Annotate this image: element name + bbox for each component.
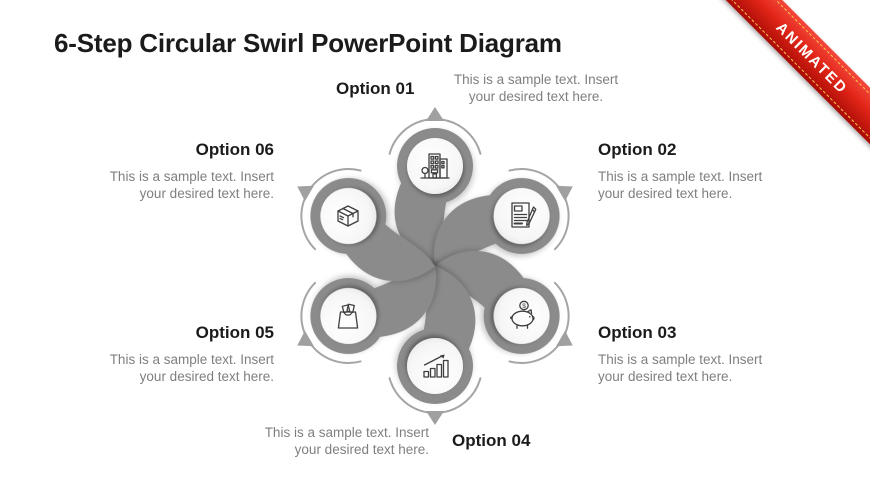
option-01-label[interactable]: Option 01: [336, 79, 415, 98]
option-04-label[interactable]: Option 04: [452, 431, 531, 450]
option-06-desc-line-1: This is a sample text. Insert: [109, 169, 274, 184]
ribbon-band: ANIMATED: [713, 0, 870, 157]
option-02-label[interactable]: Option 02: [598, 140, 677, 159]
option-02-desc-line-1: This is a sample text. Insert: [598, 169, 763, 184]
option-04-desc-line-2: your desired text here.: [294, 442, 429, 457]
bar-chart-icon: [423, 354, 449, 378]
package-box-icon: [337, 205, 359, 227]
document-pen-icon: [511, 202, 537, 228]
corner-ribbon: ANIMATED: [700, 0, 870, 170]
option-03-desc-line-2: your desired text here.: [598, 369, 733, 384]
option-05-description[interactable]: This is a sample text. Insert your desir…: [82, 351, 274, 385]
option-03-label[interactable]: Option 03: [598, 323, 677, 342]
option-03-description[interactable]: This is a sample text. Insert your desir…: [598, 351, 790, 385]
ribbon-stitching: [715, 0, 870, 155]
option-06-description[interactable]: This is a sample text. Insert your desir…: [82, 168, 274, 202]
option-06-desc-line-2: your desired text here.: [139, 186, 274, 201]
option-06-label[interactable]: Option 06: [195, 140, 274, 159]
option-02-description[interactable]: This is a sample text. Insert your desir…: [598, 168, 790, 202]
option-01-desc-line-1: This is a sample text. Insert: [453, 72, 619, 87]
option-03-desc-line-1: This is a sample text. Insert: [598, 352, 763, 367]
option-05-label[interactable]: Option 05: [195, 323, 274, 342]
option-05-desc-line-1: This is a sample text. Insert: [109, 352, 274, 367]
option-01-description[interactable]: This is a sample text. Insert your desir…: [440, 71, 632, 105]
option-02-desc-line-2: your desired text here.: [598, 186, 733, 201]
option-04-description[interactable]: This is a sample text. Insert your desir…: [237, 424, 429, 458]
building-icon: [420, 153, 450, 179]
ribbon-label: ANIMATED: [772, 18, 852, 98]
piggy-bank-icon: $: [510, 300, 535, 329]
option-05-desc-line-2: your desired text here.: [139, 369, 274, 384]
slide-title: 6-Step Circular Swirl PowerPoint Diagram: [54, 28, 562, 58]
svg-text:$: $: [522, 303, 526, 310]
shopping-bag-icon: [337, 303, 359, 329]
option-01-desc-line-2: your desired text here.: [468, 89, 604, 104]
option-04-desc-line-1: This is a sample text. Insert: [264, 425, 429, 440]
